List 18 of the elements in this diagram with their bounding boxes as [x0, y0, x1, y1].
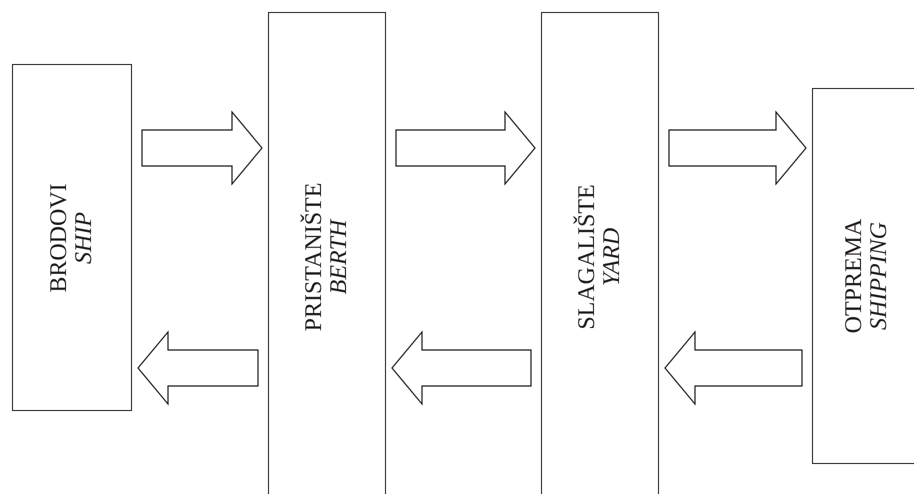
block-arrow [395, 110, 536, 186]
box-title: PRISTANIŠTE [302, 182, 327, 332]
block-arrow [137, 330, 259, 406]
box-subtitle: YARD [600, 226, 626, 288]
box-subtitle: BERTH [327, 218, 352, 296]
block-arrow [668, 110, 807, 186]
block-arrow [391, 330, 532, 406]
block-arrow [141, 110, 263, 186]
box-subtitle: SHIP [72, 210, 98, 266]
box-title: BRODOVI [46, 182, 72, 292]
box-title: OTPREMA [842, 218, 867, 334]
process-box [268, 12, 386, 494]
process-box [812, 88, 914, 464]
block-arrow [664, 330, 803, 406]
box-subtitle: SHIPPING [867, 221, 892, 332]
box-title: SLAGALIŠTE [574, 184, 600, 330]
process-box [541, 12, 659, 494]
process-box [12, 64, 132, 411]
